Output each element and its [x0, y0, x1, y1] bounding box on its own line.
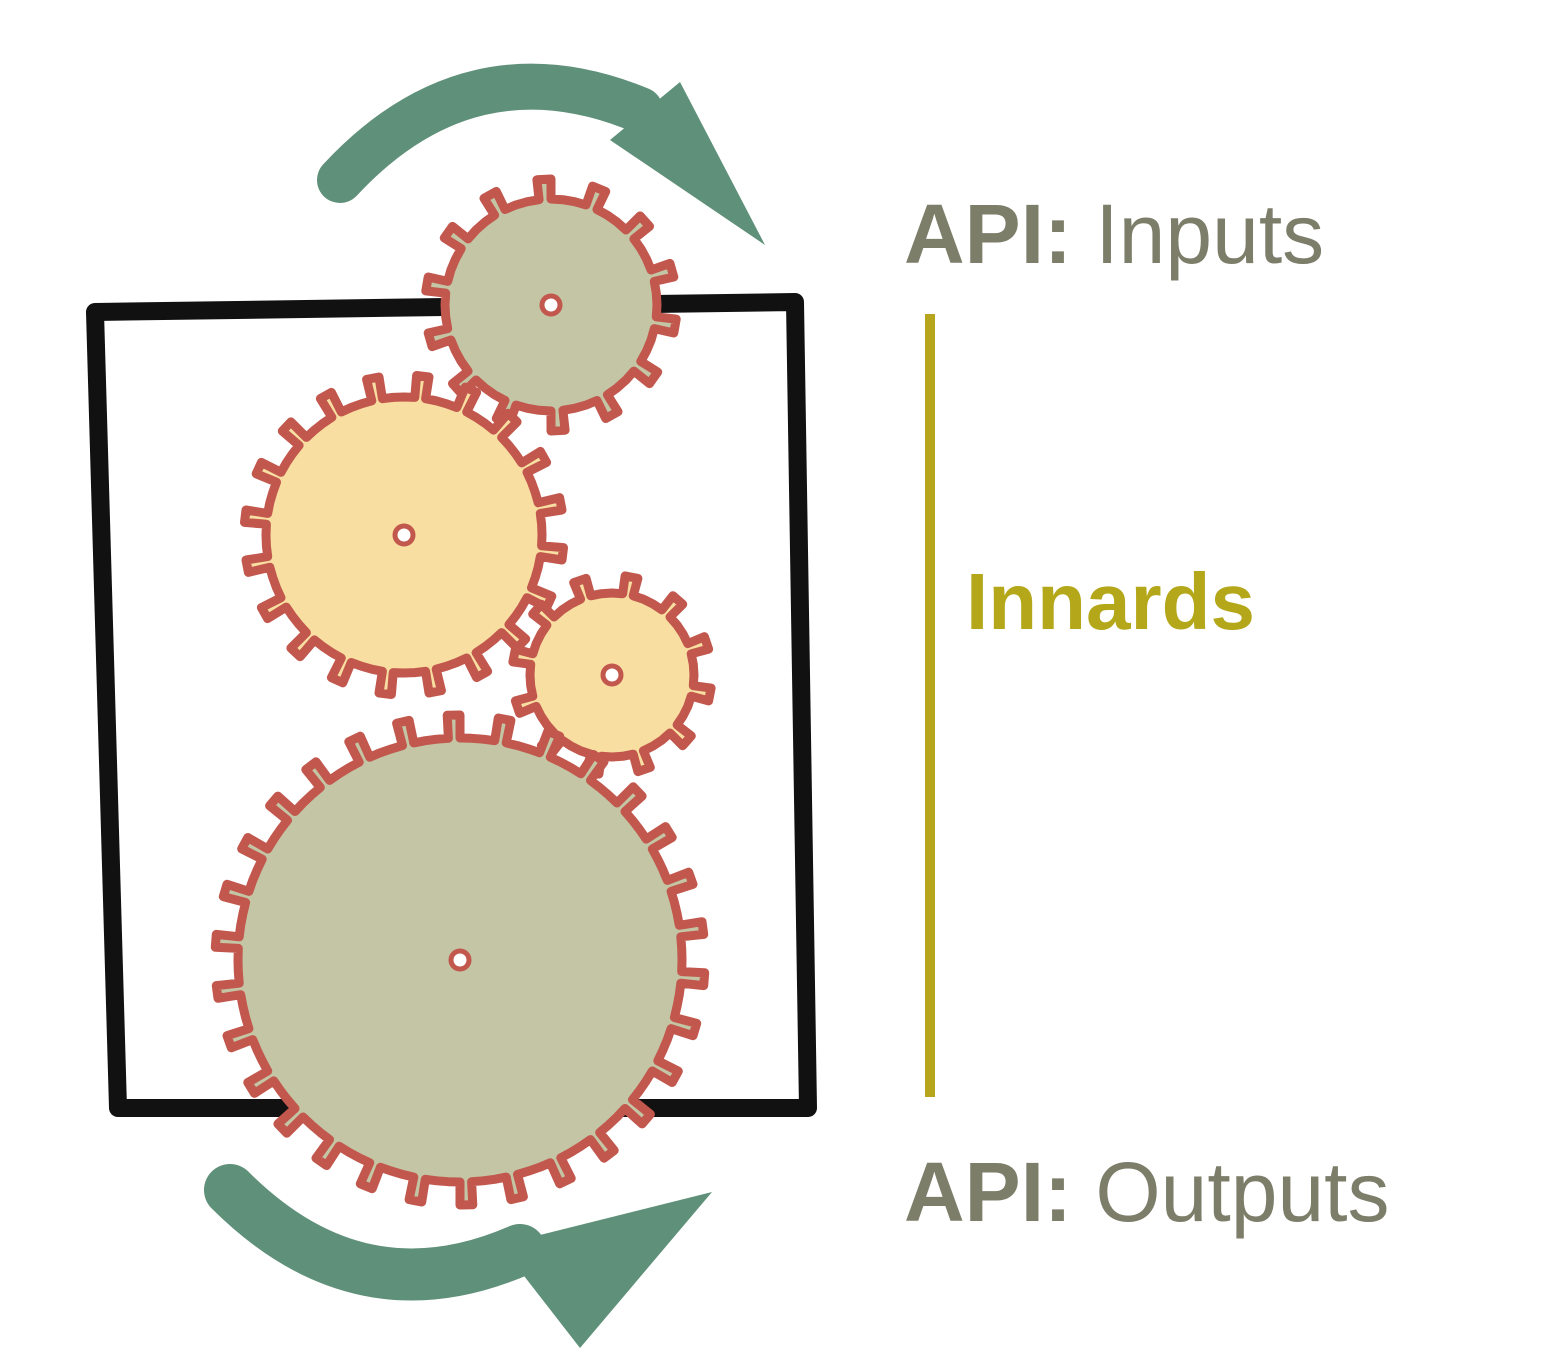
gear-icon-top — [421, 174, 681, 436]
api-inputs-text: Inputs — [1095, 187, 1325, 281]
innards-label: Innards — [966, 557, 1255, 646]
api-inputs-prefix: API: — [904, 187, 1072, 281]
innards-bracket-line — [925, 314, 935, 1097]
gear-icon-large-yellow — [240, 371, 568, 699]
gear-icon-bottom — [210, 710, 710, 1210]
arrow-icon-bottom — [204, 1164, 712, 1348]
arrow-icon-top — [317, 63, 765, 245]
gear-icon-small-yellow — [508, 571, 716, 779]
api-outputs-prefix: API: — [904, 1145, 1072, 1239]
api-outputs-label: API: Outputs — [904, 1150, 1390, 1234]
api-outputs-text: Outputs — [1095, 1145, 1390, 1239]
api-inputs-label: API: Inputs — [904, 192, 1324, 276]
